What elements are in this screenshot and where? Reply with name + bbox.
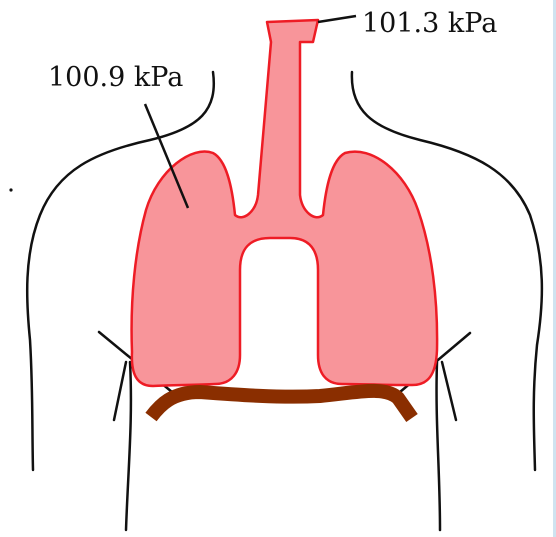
trachea-leader-line [318,16,356,22]
lung-pressure-label: 100.9 kPa [48,62,183,93]
stray-dot [9,188,12,191]
trachea-pressure-label: 101.3 kPa [362,8,497,39]
left-flank-outer [114,362,126,420]
right-flank-outer [442,362,456,420]
diaphragm [151,391,412,418]
left-flank-inner [126,362,131,530]
right-flank-inner [437,362,440,530]
